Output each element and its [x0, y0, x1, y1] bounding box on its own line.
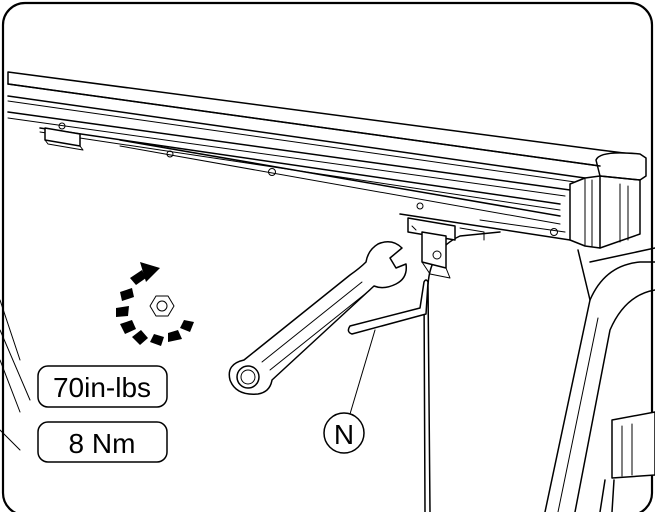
rotation-arrow-icon — [116, 262, 194, 346]
torque-imperial-label: 70in-lbs — [37, 365, 168, 408]
mounting-bracket — [407, 217, 485, 279]
callout-n-text: N — [334, 419, 354, 450]
allen-key-icon — [347, 279, 429, 335]
torque-metric-label: 8 Nm — [37, 421, 168, 463]
callout-n: N — [323, 329, 376, 454]
torque-metric-text: 8 Nm — [69, 428, 136, 459]
wrench-icon — [228, 241, 408, 395]
rail-bar — [7, 71, 647, 249]
side-upright — [423, 231, 655, 513]
torque-imperial-text: 70in-lbs — [53, 372, 151, 403]
